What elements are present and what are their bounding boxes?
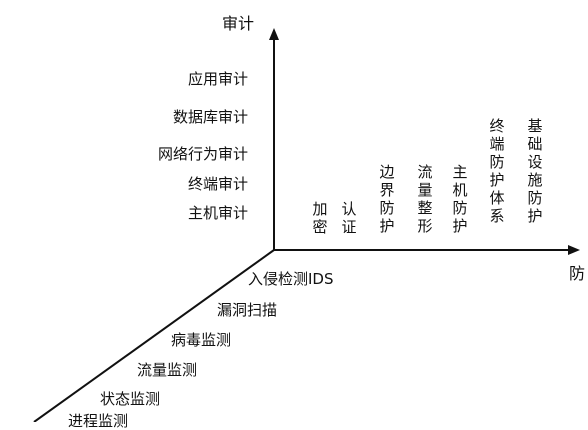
vertical-axis-items: 应用审计 数据库审计 网络行为审计 终端审计 主机审计 [100,0,248,250]
horizontal-axis-item: 流量整形 [417,163,433,235]
diagonal-axis-item: 状态监测 [100,390,161,408]
diagonal-axis-item: 漏洞扫描 [217,301,278,319]
horizontal-axis-item: 终端防护体系 [489,117,505,225]
horizontal-axis-item: 加密 [312,200,328,236]
horizontal-axis-item: 边界防护 [379,163,395,235]
horizontal-axis-title: 防 [569,264,586,283]
horizontal-axis-item: 认证 [341,200,357,236]
vertical-axis-title: 审计 [222,14,255,33]
diagonal-axis-item: 入侵检测IDS [248,270,334,288]
vertical-axis-item: 主机审计 [187,204,248,222]
vertical-axis-item: 数据库审计 [172,108,248,126]
horizontal-axis-arrowhead [568,245,580,255]
diagonal-axis-line [33,249,275,422]
vertical-axis-item: 网络行为审计 [157,145,248,163]
vertical-axis-item: 终端审计 [187,175,248,193]
vertical-axis-arrowhead [269,28,279,40]
horizontal-axis-item: 主机防护 [452,163,468,235]
vertical-axis-item: 应用审计 [187,70,248,88]
diagonal-axis-item: 流量监测 [137,361,198,379]
horizontal-axis-item: 基础设施防护 [527,117,543,225]
diagonal-axis-item: 病毒监测 [171,331,232,349]
